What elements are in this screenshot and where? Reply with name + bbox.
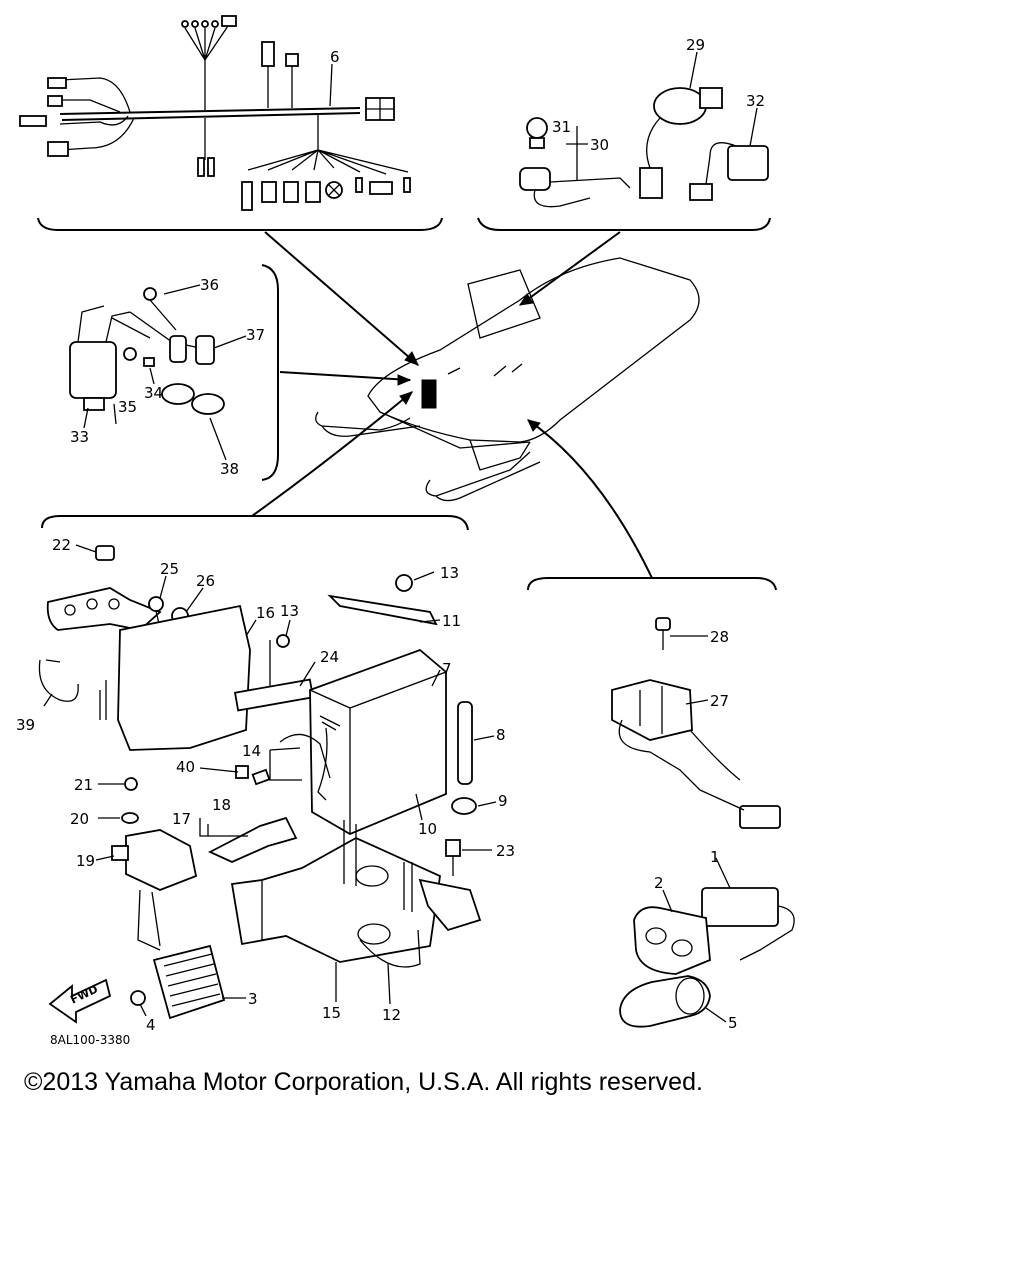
callout-21: 21 [74,776,93,794]
callout-20: 20 [70,810,89,828]
callout-24: 24 [320,648,339,666]
callout-10: 10 [418,820,437,838]
leader-lines [251,231,653,579]
callout-34: 34 [144,384,163,402]
callout-26: 26 [196,572,215,590]
callout-13-mid: 13 [280,602,299,620]
callout-6: 6 [330,48,340,66]
snowmobile-outline [315,257,700,502]
callout-27: 27 [710,692,729,710]
callout-29: 29 [686,36,705,54]
callout-23: 23 [496,842,515,860]
callout-12: 12 [382,1006,401,1024]
switches-group [519,87,769,208]
callout-14: 14 [242,742,261,760]
callout-2: 2 [654,874,664,892]
callout-35: 35 [118,398,137,416]
callout-7: 7 [442,660,452,678]
callout-22: 22 [52,536,71,554]
callout-5: 5 [728,1014,738,1032]
callout-3: 3 [248,990,258,1008]
callout-4: 4 [146,1016,156,1034]
callout-17: 17 [172,810,191,828]
callout-18: 18 [212,796,231,814]
callout-11: 11 [442,612,461,630]
drawing-code: 8AL100-3380 [50,1033,130,1047]
callout-32: 32 [746,92,765,110]
callout-9: 9 [498,792,508,810]
callout-15: 15 [322,1004,341,1022]
callout-13-top: 13 [440,564,459,582]
battery-regulator-group [38,545,482,1024]
callout-leaders [43,51,758,1023]
callout-31: 31 [552,118,571,136]
callout-40: 40 [176,758,195,776]
copyright-notice: ©2013 Yamaha Motor Corporation, U.S.A. A… [24,1068,703,1096]
callout-1: 1 [710,848,720,866]
exploded-parts-diagram: 1 2 3 4 5 6 7 8 9 10 11 12 13 13 14 15 1… [16,15,795,1047]
callout-33: 33 [70,428,89,446]
callout-19: 19 [76,852,95,870]
callout-30: 30 [590,136,609,154]
ignition-coil-group [69,287,225,425]
callout-38: 38 [220,460,239,478]
callout-39: 39 [16,716,35,734]
callout-28: 28 [710,628,729,646]
callout-37: 37 [246,326,265,344]
callout-36: 36 [200,276,219,294]
wire-harness [19,15,411,211]
panel-brackets [37,217,777,591]
callout-16: 16 [256,604,275,622]
callout-25: 25 [160,560,179,578]
callout-8: 8 [496,726,506,744]
relay-group [611,617,795,1028]
